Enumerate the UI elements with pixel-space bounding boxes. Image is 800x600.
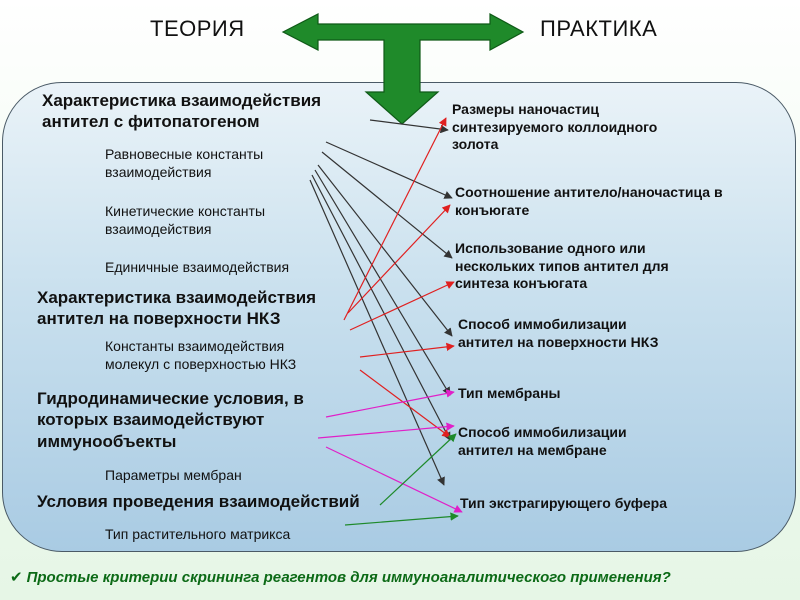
theory-heading: ТЕОРИЯ — [150, 16, 245, 41]
theory-main-4: Условия проведения взаимодействий — [37, 492, 360, 511]
theory-sub-3: Единичные взаимодействия — [105, 259, 290, 275]
practice-item-5: Тип мембраны — [458, 385, 561, 401]
practice-item-7: Тип экстрагирующего буфера — [460, 495, 667, 511]
footer-question: ✔Простые критерии скрининга реагентов дл… — [10, 568, 671, 586]
check-icon: ✔ — [10, 569, 23, 586]
practice-heading: ПРАКТИКА — [540, 16, 658, 41]
footer-text: Простые критерии скрининга реагентов для… — [26, 569, 671, 586]
theory-sub-5: Параметры мембран — [105, 467, 242, 483]
theory-sub-6: Тип растительного матрикса — [105, 526, 291, 542]
